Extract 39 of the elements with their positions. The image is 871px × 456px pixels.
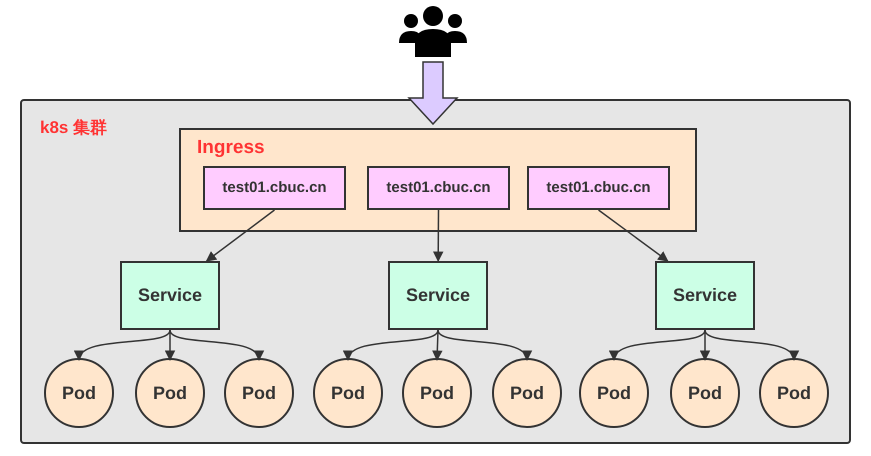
ingress-box xyxy=(179,128,697,232)
arrow xyxy=(437,330,530,361)
service-box xyxy=(388,261,488,330)
pod-label: Pod xyxy=(62,382,96,404)
service-label: Service xyxy=(406,284,470,307)
ingress-title: Ingress xyxy=(197,136,265,160)
arrow xyxy=(612,330,706,361)
host-label: test01.cbuc.cn xyxy=(386,178,491,198)
pod-label: Pod xyxy=(510,382,544,404)
arrow xyxy=(432,330,443,362)
pod-label: Pod xyxy=(420,382,454,404)
service-label: Service xyxy=(138,284,202,307)
pod-label: Pod xyxy=(242,382,276,404)
host-label: test01.cbuc.cn xyxy=(222,178,327,198)
host-box xyxy=(527,166,670,210)
pod-label: Pod xyxy=(331,382,365,404)
host-box xyxy=(367,166,510,210)
arrow xyxy=(432,210,444,262)
pod-label: Pod xyxy=(688,382,722,404)
arrow xyxy=(704,330,796,361)
users-icon xyxy=(398,5,468,59)
pod-label: Pod xyxy=(777,382,811,404)
host-label: test01.cbuc.cn xyxy=(546,178,651,198)
arrow xyxy=(700,330,710,362)
host-box xyxy=(203,166,346,210)
arrow xyxy=(206,209,275,262)
arrow xyxy=(598,209,669,262)
arrow xyxy=(164,330,176,362)
pod-label: Pod xyxy=(597,382,631,404)
cluster-title: k8s 集群 xyxy=(40,117,108,139)
arrow xyxy=(346,330,439,361)
block-arrow xyxy=(407,61,459,126)
service-box xyxy=(120,261,220,330)
cluster-box xyxy=(20,99,851,444)
arrow xyxy=(76,330,171,361)
service-label: Service xyxy=(672,284,738,307)
service-box xyxy=(655,261,755,330)
arrow xyxy=(169,330,262,361)
pod-label: Pod xyxy=(153,382,187,404)
